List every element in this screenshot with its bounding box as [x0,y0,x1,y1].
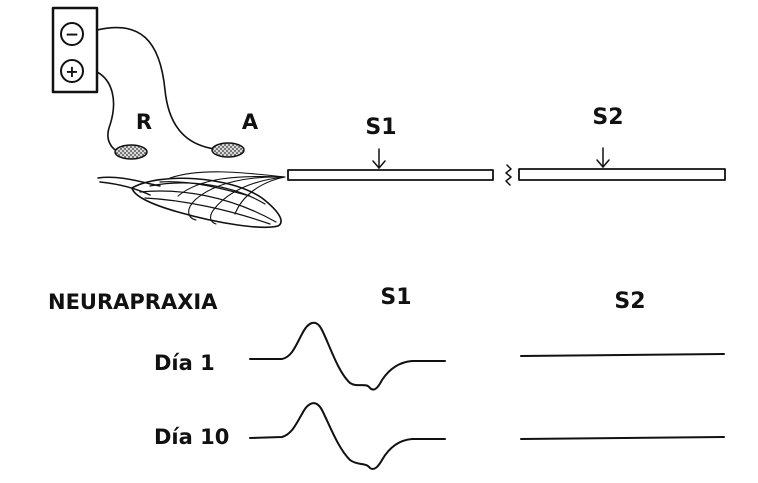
recording-header-s1: S1 [380,285,411,310]
waveform-s2-day1 [520,353,725,357]
stim-site-s2-label: S2 [592,105,623,130]
waveform-s1-day10 [249,402,446,470]
row-label-day10: Día 10 [154,425,229,449]
lead-wire-positive [96,71,121,153]
reference-electrode-icon [114,144,148,160]
nerve-segment-distal [518,168,726,181]
positive-terminal-icon: + [60,59,84,83]
stim-site-s1-label: S1 [365,115,396,140]
lead-wire-negative [96,26,223,151]
reference-electrode-label: R [136,110,152,134]
recording-header-s2: S2 [614,289,645,314]
waveform-s2-day10 [520,436,725,440]
negative-terminal-symbol: − [65,25,79,45]
stimulator-box: − + [51,6,99,94]
waveform-s1-day1 [249,321,446,391]
muscle-icon [97,171,286,229]
stim-site-s2-arrow-icon [596,147,610,168]
positive-terminal-symbol: + [65,62,78,81]
row-label-day1: Día 1 [154,351,215,375]
nerve-break-icon [505,164,512,186]
nerve-segment-proximal [287,169,494,181]
negative-terminal-icon: − [60,22,84,46]
active-electrode-icon [211,142,245,158]
active-electrode-label: A [242,110,259,134]
condition-title: NEURAPRAXIA [48,290,218,314]
stim-site-s1-arrow-icon [372,148,386,169]
